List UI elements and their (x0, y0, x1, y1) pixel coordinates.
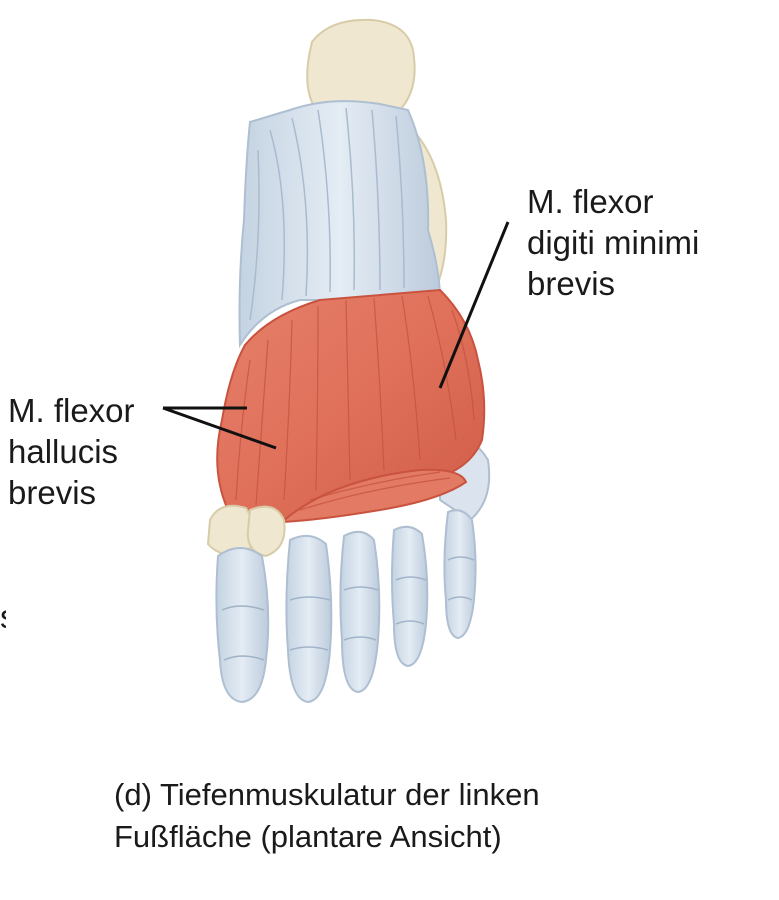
label-line: brevis (527, 265, 616, 302)
toe-5 (443, 509, 477, 640)
label-flexor-hallucis-brevis: M. flexor hallucis brevis (8, 390, 135, 513)
metatarsal-heads (206, 504, 286, 558)
caption-line: (d) Tiefenmuskulatur der linken (114, 777, 540, 812)
deep-muscles (216, 288, 486, 523)
label-line: hallucis (8, 433, 119, 470)
figure-caption: (d) Tiefenmuskulatur der linken Fußfläch… (114, 774, 540, 858)
toe-3 (339, 530, 381, 694)
toes (215, 509, 477, 704)
toe-1 (215, 547, 270, 704)
label-flexor-digiti-minimi-brevis: M. flexor digiti minimi brevis (527, 181, 699, 304)
toe-4 (391, 525, 429, 668)
leader-line-flexor-digiti-minimi (438, 221, 510, 389)
cropped-text-fragment: s (0, 598, 6, 636)
label-line: digiti minimi (527, 224, 700, 261)
toe-2 (285, 534, 333, 704)
label-line: M. flexor (8, 392, 135, 429)
ligament-fibers (249, 107, 405, 321)
label-line: M. flexor (527, 183, 654, 220)
label-line: brevis (8, 474, 97, 511)
muscle-fibers (235, 295, 475, 511)
leader-line-flexor-hallucis-2 (162, 406, 277, 450)
caption-line: Fußfläche (plantare Ansicht) (114, 819, 502, 854)
toe-joints (221, 556, 475, 661)
